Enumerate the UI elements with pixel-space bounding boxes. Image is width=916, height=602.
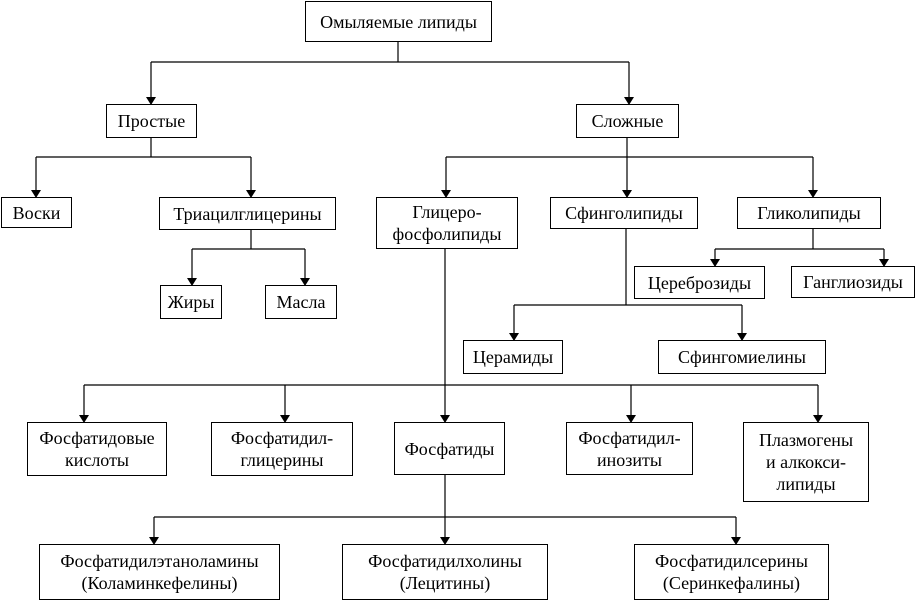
node-triacylglycerols: Триацилглицерины: [159, 197, 336, 230]
node-plasmogens-alkoxylipids: Плазмогены и алкокси- липиды: [743, 422, 869, 502]
node-phosphatidylinositols: Фосфатидил- инозиты: [566, 422, 693, 475]
node-sphingolipids: Сфинголипиды: [550, 197, 698, 229]
node-phosphatidylserines: Фосфатидилсерины (Серинкефалины): [634, 544, 829, 600]
node-phosphatidylethanolamines: Фосфатидилэтаноламины (Коламинкефелины): [39, 544, 280, 600]
node-cerebrosides: Цереброзиды: [634, 266, 765, 299]
node-ceramides: Церамиды: [463, 340, 563, 374]
node-saponifiable-lipids: Омыляемые липиды: [305, 1, 492, 42]
node-glycerophospholipids: Глицеро- фосфолипиды: [376, 197, 518, 249]
node-complex: Сложные: [576, 104, 679, 138]
node-simple: Простые: [106, 104, 197, 138]
node-phosphatidylglycerols: Фосфатидил- глицерины: [211, 422, 353, 476]
node-glycolipids: Гликолипиды: [737, 197, 881, 229]
node-sphingomyelins: Сфингомиелины: [658, 340, 826, 374]
node-gangliosides: Ганглиозиды: [791, 266, 915, 298]
node-fats: Жиры: [160, 285, 222, 319]
node-phosphatides: Фосфатиды: [394, 422, 505, 475]
node-waxes: Воски: [1, 197, 72, 228]
node-oils: Масла: [265, 285, 337, 319]
node-phosphatidylcholines: Фосфатидилхолины (Лецитины): [342, 544, 548, 600]
node-phosphatidic-acids: Фосфатидовые кислоты: [27, 422, 167, 476]
